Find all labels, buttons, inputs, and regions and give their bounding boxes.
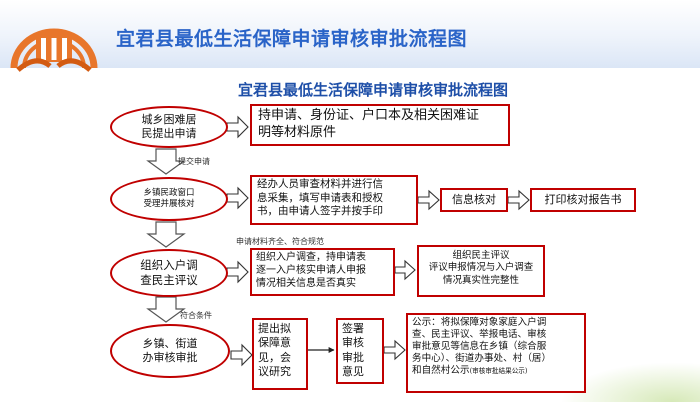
caption-materials-complete: 申请材料齐全、符合规范: [236, 237, 324, 246]
step-ellipse-approve: 乡镇、街道 办审核审批: [110, 324, 230, 378]
right-arrow-8: [383, 339, 406, 361]
step-box-publicity: 公示：将拟保障对象家庭入户调 查、民主评议、举报电话、审核 审批意见等信息在乡镇…: [406, 313, 586, 393]
step-box-sign-approval: 签署 审核 审批 意见: [336, 318, 384, 384]
down-arrow-3: [146, 296, 186, 323]
right-arrow-7: [394, 259, 416, 281]
down-arrow-1: [146, 148, 186, 175]
right-arrow-5: [417, 189, 440, 211]
step-ellipse-accept: 乡镇民政窗口 受理并展核对: [110, 177, 228, 221]
step-box-democratic-review: 组织民主评议 评议申报情况与入户调查 情况真实性完整性: [417, 245, 545, 297]
down-arrow-2: [146, 221, 186, 248]
step-box-verify: 信息核对: [440, 188, 508, 212]
publicity-text: 公示：将拟保障对象家庭入户调 查、民主评议、举报电话、审核 审批意见等信息在乡镇…: [412, 317, 552, 376]
publicity-note: (审核审批结果公示): [469, 366, 528, 375]
diagram-title: 宜君县最低生活保障申请审核审批流程图: [238, 81, 509, 99]
page-title: 宜君县最低生活保障申请审核审批流程图: [116, 28, 468, 50]
right-arrow-6: [507, 189, 530, 211]
caption-submit: 提交申请: [178, 157, 210, 166]
logo-icon: [10, 28, 98, 72]
caption-eligible: 符合条件: [180, 311, 212, 320]
header-band: [0, 0, 700, 68]
step-ellipse-apply: 城乡困难居 民提出申请: [110, 106, 228, 148]
step-box-propose: 提出拟 保障意 见，会 议研究: [252, 318, 308, 390]
step-box-review: 经办人员审查材料并进行信 息采集，填写申请表和授权 书，由申请人签字并按手印: [250, 175, 418, 225]
right-arrow-2: [226, 186, 249, 210]
step-box-print-report: 打印核对报告书: [530, 188, 636, 212]
step-box-household-survey: 组织入户调查，持申请表 逐一入户核实申请人申报 情况相关信息是否真实: [250, 248, 395, 296]
step-ellipse-survey: 组织入户调 查民主评议: [110, 249, 228, 297]
step-box-materials: 持申请、身份证、户口本及相关困难证 明等材料原件: [250, 104, 510, 146]
right-arrow-3: [226, 260, 249, 284]
right-arrow-1: [226, 115, 249, 139]
right-arrow-4: [230, 343, 253, 367]
